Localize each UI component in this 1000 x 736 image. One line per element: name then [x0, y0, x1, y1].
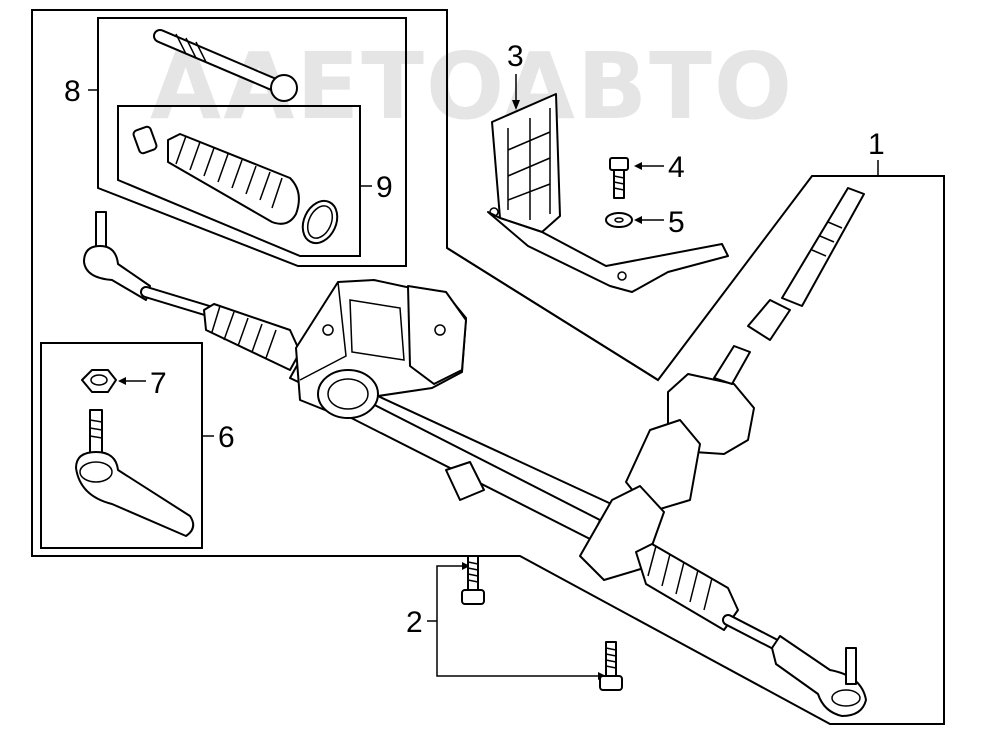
rack-heat-shield — [487, 93, 729, 293]
callout-3: 3 — [507, 40, 524, 73]
rack-boot-kit — [132, 125, 339, 245]
group-6-frame — [40, 342, 203, 549]
mounting-bolt-upper — [461, 555, 485, 605]
callout-8: 8 — [64, 75, 81, 108]
group-2-bracket — [436, 565, 598, 677]
callout-2: 2 — [406, 606, 423, 639]
callout-9: 9 — [376, 171, 393, 204]
mounting-bolt-lower — [599, 641, 623, 691]
group-3-frame — [446, 247, 659, 381]
group-9-frame — [117, 105, 361, 257]
shield-washer — [605, 212, 633, 228]
callout-4: 4 — [668, 151, 685, 184]
callout-4-arrow — [634, 162, 642, 170]
steering-gear-assembly — [83, 187, 867, 717]
group-1-frame — [31, 9, 945, 725]
watermark-text: AAETOABTO — [150, 33, 794, 140]
callout-6: 6 — [218, 421, 235, 454]
callout-1: 1 — [868, 128, 885, 161]
shield-bolt — [609, 157, 629, 199]
callout-7: 7 — [150, 367, 167, 400]
inner-tie-rod — [153, 29, 298, 102]
callout-3-arrow — [512, 100, 520, 110]
callout-5: 5 — [668, 206, 685, 239]
watermark: AAETOABTO — [150, 33, 794, 140]
callout-7-arrow — [118, 377, 126, 385]
group-8-frame — [97, 17, 407, 267]
group-2-arrow-top — [462, 562, 470, 570]
outer-tie-rod-end — [75, 409, 195, 537]
tie-rod-end-nut — [81, 369, 117, 393]
callout-5-arrow — [634, 216, 642, 224]
